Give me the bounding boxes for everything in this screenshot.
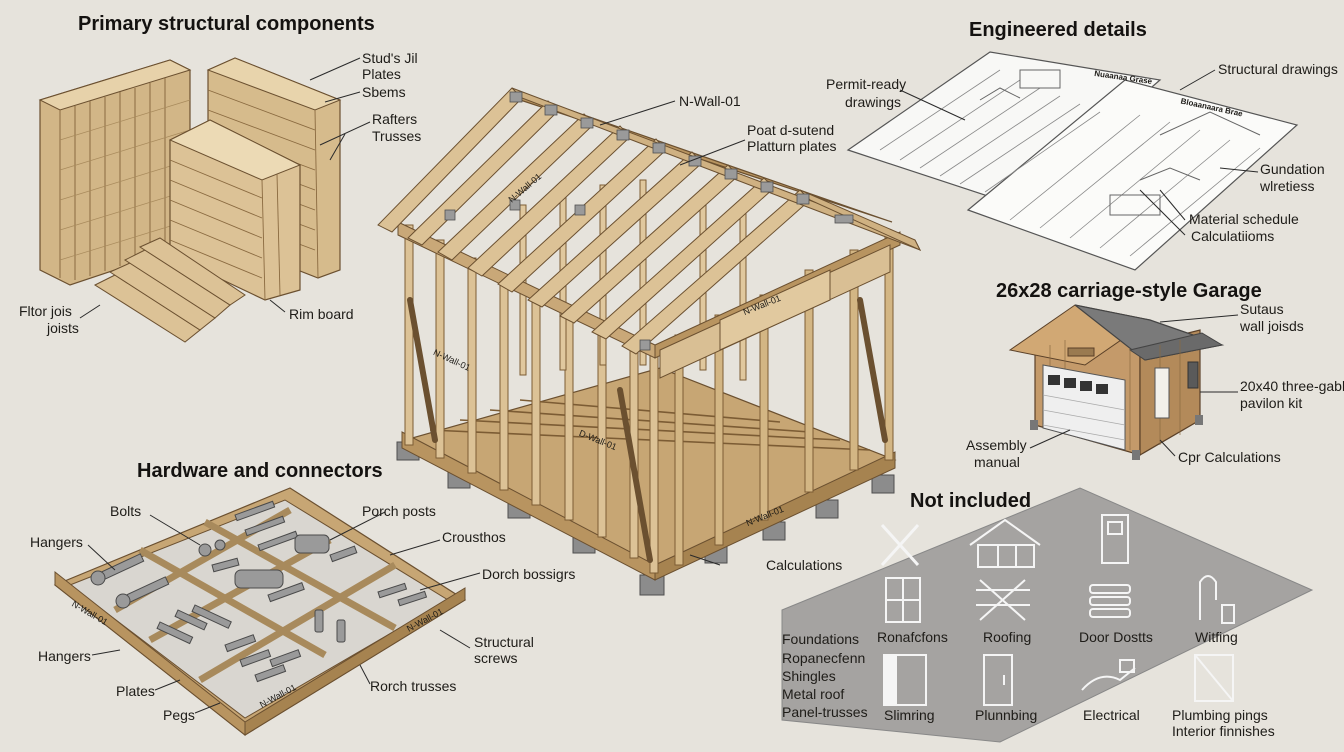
label-platform-plates: Platturn plates bbox=[747, 138, 837, 154]
not-included-item: Metal roof bbox=[782, 686, 845, 702]
floor-joist-pieces bbox=[93, 237, 246, 343]
not-included-item: Foundations bbox=[782, 631, 860, 647]
label-permit-drawings: drawings bbox=[845, 94, 902, 110]
not-included-item: Shingles bbox=[782, 668, 836, 684]
label-material-schedule: Material schedule bbox=[1189, 211, 1299, 227]
x-mark-icon bbox=[880, 523, 920, 567]
label-crousthos: Crousthos bbox=[442, 529, 506, 545]
caption-door: Door Dostts bbox=[1079, 629, 1153, 645]
radiator-icon bbox=[1089, 584, 1131, 618]
label-structural-drawings: Structural drawings bbox=[1218, 61, 1338, 77]
garage-model bbox=[1008, 304, 1225, 460]
label-calculations-doc: Calculatiioms bbox=[1191, 228, 1275, 244]
label-n-wall: N-Wall-01 bbox=[679, 93, 741, 109]
electrical-cable-icon bbox=[1081, 659, 1136, 691]
label-plates: Plates bbox=[362, 66, 401, 82]
hardware-tray bbox=[53, 487, 467, 737]
window-icon bbox=[885, 577, 921, 623]
not-included-item: Ropanecfenn bbox=[782, 650, 866, 666]
label-sbems: Sbems bbox=[362, 84, 406, 100]
label-hangers-top: Hangers bbox=[30, 534, 83, 550]
label-screws: screws bbox=[474, 650, 518, 666]
label-dorch: Dorch bossigrs bbox=[482, 566, 576, 582]
label-calculations: Calculations bbox=[766, 557, 843, 573]
label-sutaus: Sutaus bbox=[1240, 301, 1284, 317]
label-permit-ready: Permit-ready bbox=[826, 76, 907, 92]
not-included-heading: Not included bbox=[910, 490, 1032, 512]
not-included-item: Panel-trusses bbox=[782, 704, 868, 720]
crossed-roof-icon bbox=[976, 579, 1030, 621]
caption-plumbing: Plunnbing bbox=[975, 707, 1038, 723]
label-manual: manual bbox=[974, 454, 1020, 470]
caption-ronafons: Ronafcfons bbox=[877, 629, 948, 645]
house-outline-icon bbox=[969, 518, 1041, 568]
lumber-stack-left bbox=[38, 59, 192, 286]
lumber-stack-middle bbox=[168, 119, 302, 301]
label-porch-trusses: Rorch trusses bbox=[370, 678, 457, 694]
primary-components-heading: Primary structural components bbox=[78, 13, 375, 35]
door-icon bbox=[1101, 514, 1129, 564]
label-wall-joists: wall joisds bbox=[1240, 318, 1304, 334]
doorway-icon bbox=[883, 654, 927, 706]
label-pavilion-kit: pavilon kit bbox=[1240, 395, 1303, 411]
label-rafters: Rafters bbox=[372, 111, 418, 127]
label-trusses: Trusses bbox=[372, 128, 422, 144]
label-assembly: Assembly bbox=[966, 437, 1027, 453]
label-post: Poat d-sutend bbox=[747, 122, 835, 138]
blueprint-sheets bbox=[846, 51, 1299, 271]
caption-interior-finishes: Interior finnishes bbox=[1172, 723, 1275, 739]
label-studs: Stud's Jil bbox=[362, 50, 418, 66]
label-joists: joists bbox=[47, 320, 79, 336]
caption-plumbing-pipes: Plumbing pings bbox=[1172, 707, 1268, 723]
caption-slimring: Slimring bbox=[884, 707, 935, 723]
not-included-platform bbox=[781, 487, 1314, 743]
label-hangers-bottom: Hangers bbox=[38, 648, 91, 664]
caption-electrical: Electrical bbox=[1083, 707, 1140, 723]
label-pavilion: 20x40 three-gable bbox=[1240, 378, 1344, 394]
caption-roofing: Roofing bbox=[983, 629, 1032, 645]
label-foundation: Gundation bbox=[1260, 161, 1325, 177]
label-structural: Structural bbox=[474, 634, 534, 650]
label-pegs: Pegs bbox=[163, 707, 195, 723]
shed-frame bbox=[377, 87, 922, 596]
label-plates-hw: Plates bbox=[116, 683, 155, 699]
diagonal-panel-icon bbox=[1194, 654, 1234, 702]
tall-door-icon bbox=[983, 654, 1013, 706]
label-porch-posts: Porch posts bbox=[362, 503, 436, 519]
label-bolts: Bolts bbox=[110, 503, 142, 519]
hardware-heading: Hardware and connectors bbox=[137, 460, 383, 482]
label-foundation-2: wlretiess bbox=[1260, 178, 1315, 194]
engineered-details-heading: Engineered details bbox=[969, 19, 1147, 41]
caption-witing: Witfing bbox=[1195, 629, 1238, 645]
leader-lines bbox=[79, 57, 1259, 714]
faucet-icon bbox=[1199, 575, 1235, 624]
garage-heading: 26x28 carriage-style Garage bbox=[996, 280, 1262, 302]
label-cpr-calculations: Cpr Calculations bbox=[1178, 449, 1281, 465]
label-rim-board: Rim board bbox=[289, 306, 354, 322]
label-floor-joists: Fltor jois bbox=[19, 303, 72, 319]
